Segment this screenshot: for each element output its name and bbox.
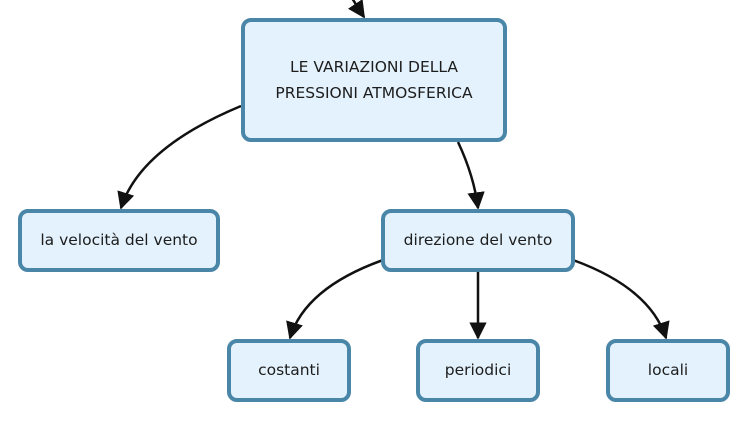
edge-direzione-to-locali [572, 258, 670, 340]
node-main-line-1: LE VARIAZIONI DELLA [290, 57, 458, 76]
edge-direzione-to-costanti [286, 258, 384, 340]
node-locali-label: locali [647, 360, 689, 379]
edge-main-to-direzione [456, 141, 485, 210]
node-velocita-label: la velocità del vento [40, 230, 198, 249]
edge-main-to-velocita [117, 104, 242, 210]
node-direzione[interactable]: direzione del vento [381, 209, 575, 272]
node-main-topic[interactable]: LE VARIAZIONI DELLA PRESSIONI ATMOSFERIC… [241, 18, 507, 142]
edge-above-to-main [347, 0, 366, 19]
node-periodici-label: periodici [444, 360, 512, 379]
node-locali[interactable]: locali [606, 339, 730, 402]
node-velocita[interactable]: la velocità del vento [18, 209, 220, 272]
node-costanti[interactable]: costanti [227, 339, 351, 402]
node-costanti-label: costanti [258, 360, 320, 379]
node-periodici[interactable]: periodici [416, 339, 540, 402]
node-main-line-2: PRESSIONI ATMOSFERICA [275, 84, 473, 102]
node-direzione-label: direzione del vento [403, 230, 553, 249]
